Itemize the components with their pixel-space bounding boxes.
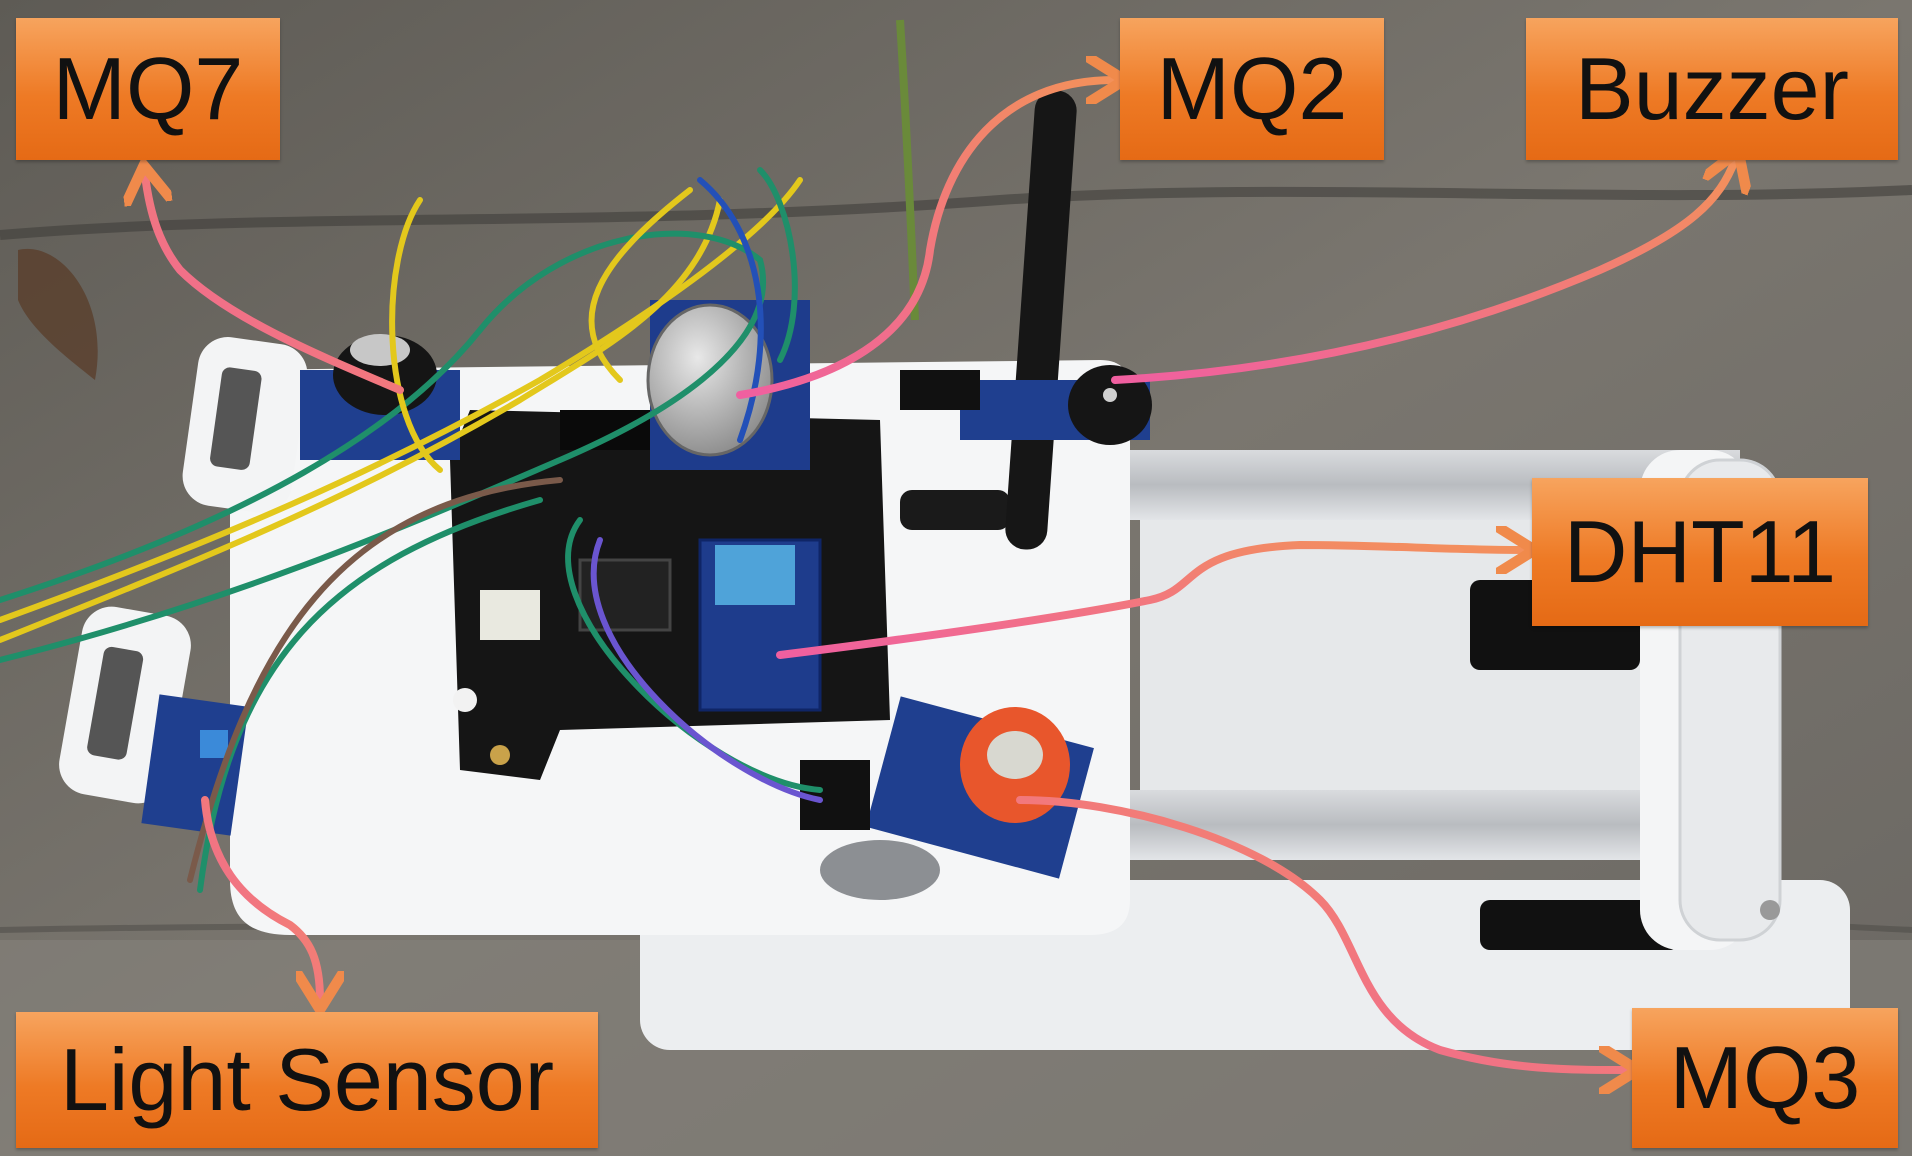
- stand-rail-bottom: [1120, 790, 1740, 860]
- arrow-dht11: [776, 545, 1525, 659]
- label-light-sensor: Light Sensor: [16, 1012, 598, 1148]
- callout-arrows: [145, 80, 1735, 1070]
- label-buzzer: Buzzer: [1526, 18, 1898, 160]
- label-mq7: MQ7: [16, 18, 280, 160]
- arrow-light-sensor: [201, 796, 320, 1000]
- hinge-screw: [1760, 900, 1780, 920]
- label-mq2: MQ2: [1120, 18, 1384, 160]
- arrow-mq2: [736, 80, 1115, 399]
- jumper-connector: [800, 760, 870, 830]
- board-hole: [490, 745, 510, 765]
- wires: [0, 167, 823, 893]
- stand-slot: [1480, 900, 1680, 950]
- antenna-connector: [900, 490, 1010, 530]
- label-mq3: MQ3: [1632, 1008, 1898, 1148]
- label-dht11: DHT11: [1532, 478, 1868, 626]
- jumper-connector: [900, 370, 980, 410]
- dht11-sensor: [715, 545, 795, 605]
- arrow-mq3: [1016, 796, 1628, 1070]
- grass-blade: [896, 19, 919, 321]
- board-connector: [480, 590, 540, 640]
- mq3-sensor-top: [987, 731, 1043, 779]
- stand-tab-slot: [210, 367, 262, 470]
- buzzer-body: [1068, 365, 1152, 445]
- dht11-module: [698, 538, 822, 712]
- mq7-sensor-top: [350, 334, 410, 366]
- light-sensor-pot: [200, 730, 228, 758]
- arrow-buzzer: [1111, 160, 1735, 384]
- buzzer-hole: [1103, 388, 1117, 402]
- stand-tab-slot: [87, 646, 144, 760]
- board-hole: [453, 688, 477, 712]
- leaf: [18, 248, 98, 380]
- light-sensor-module: [141, 694, 249, 836]
- plate-shadow: [820, 840, 940, 900]
- arrow-mq7: [145, 175, 404, 394]
- stone-crack: [0, 185, 1912, 240]
